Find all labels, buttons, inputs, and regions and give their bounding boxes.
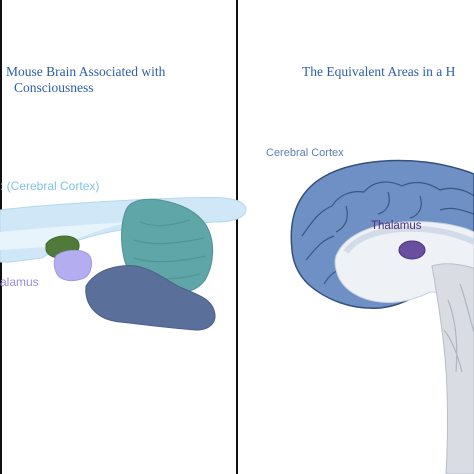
- mouse-cortex-label: : (Cerebral Cortex): [0, 179, 100, 193]
- panel-divider: [236, 0, 238, 474]
- left-title-line2: Consciousness: [14, 80, 94, 95]
- mouse-brainstem-region: [85, 265, 216, 331]
- mouse-thalamus-label: alamus: [0, 275, 39, 289]
- human-thalamus-label: Thalamus: [371, 220, 422, 232]
- right-panel-title: The Equivalent Areas in a H: [302, 64, 456, 79]
- human-brain: [290, 159, 474, 474]
- mouse-brain: [0, 196, 247, 331]
- left-panel-title: Mouse Brain Associated with Consciousnes…: [6, 64, 236, 96]
- mouse-thalamus-region: [53, 249, 92, 282]
- mouse-cerebellum-folia: [133, 219, 207, 280]
- human-brainstem-region: [431, 263, 474, 474]
- human-brainstem-detail: [443, 283, 474, 373]
- human-corpus-callosum: [343, 225, 474, 254]
- left-title-line1: Mouse Brain Associated with: [6, 64, 166, 79]
- human-cortex-label: Cerebral Cortex: [266, 147, 344, 159]
- human-thalamus-region: [398, 240, 426, 260]
